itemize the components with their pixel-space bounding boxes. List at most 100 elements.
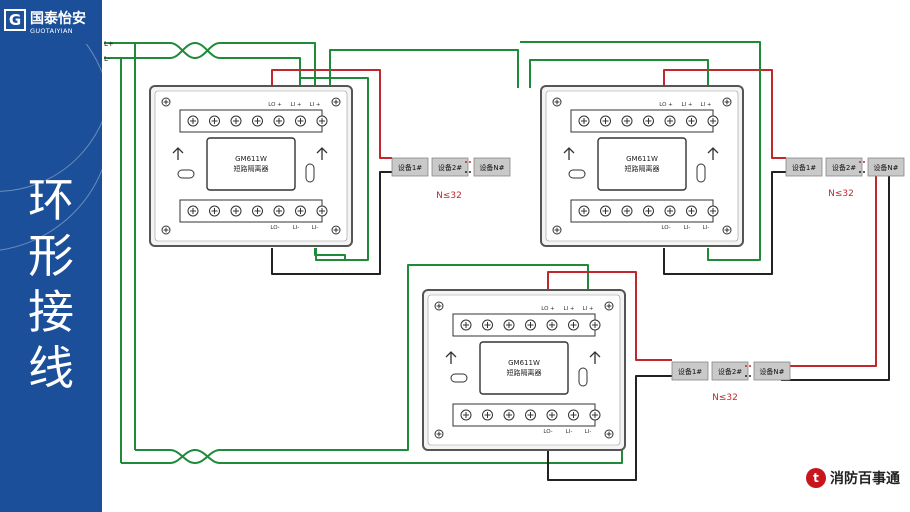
module-label-box xyxy=(479,341,569,395)
up-arrow-icon xyxy=(316,147,328,160)
terminal-label-top: LO + xyxy=(541,306,555,312)
return-red-wire xyxy=(781,172,877,367)
device-label: 设备N# xyxy=(873,163,898,172)
device-box xyxy=(671,361,709,381)
indicator-oval xyxy=(568,169,586,179)
device-label: 设备N# xyxy=(479,163,504,172)
terminal-label-bottom: LI- xyxy=(703,225,710,231)
terminal-label-bottom: LO- xyxy=(270,225,279,231)
title-char: 形 xyxy=(28,229,74,283)
module1-lo-plus-wire xyxy=(271,69,392,159)
bus-wire-l-plus xyxy=(104,42,136,450)
module-label-box xyxy=(597,137,687,191)
device-box xyxy=(473,157,511,177)
title-char: 环 xyxy=(28,173,74,227)
device-count-label: N≤32 xyxy=(828,189,854,199)
module1-li-minus-wire xyxy=(314,248,346,260)
brand-logo: t 消防百事通 xyxy=(806,466,900,490)
logo: G 国泰怡安 GUOTAIYIAN xyxy=(0,0,102,44)
device-label: 设备1# xyxy=(678,367,702,376)
module2-li-plus-wire xyxy=(529,59,709,88)
device-count-label: N≤32 xyxy=(436,191,462,201)
module-name: 短路隔离器 xyxy=(507,368,542,377)
module1-li-loop-wire xyxy=(299,77,369,261)
device-box xyxy=(867,157,905,177)
device-box xyxy=(785,157,823,177)
module-model: GM611W xyxy=(508,359,540,367)
up-arrow-icon xyxy=(563,147,575,160)
terminal-label-bottom: LI- xyxy=(585,429,592,435)
terminal-label-bottom: LO- xyxy=(661,225,670,231)
module-label-box xyxy=(206,137,296,191)
device-chain: 设备1# 设备2# 设备N# N≤32 xyxy=(671,361,791,403)
indicator-oval xyxy=(305,163,315,183)
indicator-oval xyxy=(177,169,195,179)
bus-label-l-plus: L+ xyxy=(104,40,114,48)
terminal-label-top: LI + xyxy=(563,306,574,312)
device-count-label: N≤32 xyxy=(712,393,738,403)
terminal-label-top: LO + xyxy=(659,102,673,108)
bus-label-l-minus: L- xyxy=(104,55,111,63)
terminal-label-top: LI + xyxy=(681,102,692,108)
device-box xyxy=(711,361,749,381)
device-box xyxy=(825,157,863,177)
module1-lo-minus-wire xyxy=(271,171,392,275)
device-label: 设备2# xyxy=(718,367,742,376)
module-model: GM611W xyxy=(626,155,658,163)
device-label: 设备N# xyxy=(759,367,784,376)
twisted-pair-bottom xyxy=(135,264,589,464)
device-box xyxy=(753,361,791,381)
terminal-label-top: LO + xyxy=(268,102,282,108)
sidebar: G 国泰怡安 GUOTAIYIAN 环 形 接 线 xyxy=(0,0,102,512)
terminal-label-bottom: LI- xyxy=(684,225,691,231)
terminal-label-bottom: LI- xyxy=(566,429,573,435)
up-arrow-icon xyxy=(445,351,457,364)
device-label: 设备1# xyxy=(792,163,816,172)
up-arrow-icon xyxy=(172,147,184,160)
device-chain: 设备1# 设备2# 设备N# N≤32 xyxy=(785,157,905,199)
device-label: 设备1# xyxy=(398,163,422,172)
up-arrow-icon xyxy=(589,351,601,364)
return-black-wire xyxy=(781,172,890,381)
twisted-pair-top xyxy=(121,42,301,88)
terminal-label-top: LI + xyxy=(290,102,301,108)
bus-wire-l-minus xyxy=(104,57,122,463)
title-char: 线 xyxy=(28,341,74,395)
terminal-label-bottom: LI- xyxy=(312,225,319,231)
wires xyxy=(104,41,890,481)
page-title: 环 形 接 线 xyxy=(16,172,86,396)
module-name: 短路隔离器 xyxy=(625,164,660,173)
twisted-pair-bottom xyxy=(121,420,623,464)
module2-lo-plus-wire xyxy=(663,69,786,159)
module-name: 短路隔离器 xyxy=(234,164,269,173)
fire-brand-icon: t xyxy=(806,468,826,488)
terminal-label-bottom: LI- xyxy=(293,225,300,231)
device-box xyxy=(431,157,469,177)
up-arrow-icon xyxy=(707,147,719,160)
module3-lo-plus-wire xyxy=(547,271,672,361)
indicator-oval xyxy=(450,373,468,383)
module2-lo-minus-wire xyxy=(663,171,786,275)
device-chains: 设备1# 设备2# 设备N# N≤32 设备1# 设备2# 设备N# N≤32 设备1# 设备2#… xyxy=(391,157,905,403)
device-label: 设备2# xyxy=(832,163,856,172)
indicator-oval xyxy=(578,367,588,387)
logo-name-en: GUOTAIYIAN xyxy=(30,27,73,35)
device-label: 设备2# xyxy=(438,163,462,172)
terminal-label-top: LI + xyxy=(582,306,593,312)
device-chain: 设备1# 设备2# 设备N# N≤32 xyxy=(391,157,511,201)
terminal-label-bottom: LO- xyxy=(543,429,552,435)
module2-li-loop-wire xyxy=(520,41,761,261)
terminal-label-top: LI + xyxy=(309,102,320,108)
title-char: 接 xyxy=(28,285,74,339)
logo-icon: G xyxy=(4,9,26,31)
module-model: GM611W xyxy=(235,155,267,163)
terminal-label-top: LI + xyxy=(700,102,711,108)
device-box xyxy=(391,157,429,177)
bus-labels: L+ L- xyxy=(104,40,114,63)
logo-name: 国泰怡安 xyxy=(30,11,86,27)
